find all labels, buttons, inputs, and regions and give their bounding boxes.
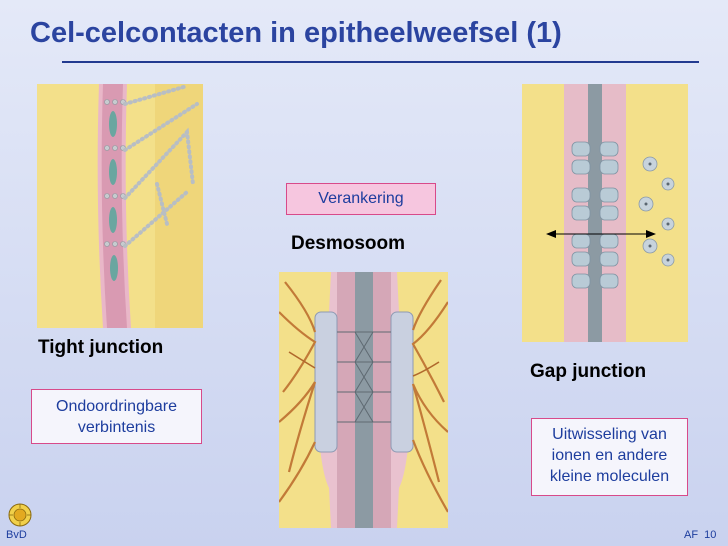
- tight-junction-description: Ondoordringbare verbintenis: [31, 389, 202, 444]
- title-underline: [62, 61, 699, 63]
- footer-author: BvD: [6, 529, 27, 541]
- sun-seal-icon: [8, 503, 32, 527]
- desmosome-tag: Verankering: [286, 183, 436, 215]
- gap-junction-description: Uitwisseling van ionen en andere kleine …: [531, 418, 688, 496]
- desmosome-illustration: [279, 272, 448, 528]
- slide-title: Cel-celcontacten in epitheelweefsel (1): [30, 17, 562, 49]
- desmosome-label: Desmosoom: [291, 233, 406, 254]
- gap-junction-desc-line2: ionen en andere: [551, 447, 668, 464]
- tight-junction-label: Tight junction: [38, 337, 164, 358]
- gap-junction-desc-line1: Uitwisseling van: [552, 426, 667, 443]
- tight-junction-illustration: [37, 84, 203, 328]
- footer-page-number: AF 10: [684, 529, 717, 541]
- gap-junction-illustration: [522, 84, 688, 342]
- gap-junction-label: Gap junction: [530, 361, 647, 382]
- gap-junction-desc-line3: kleine moleculen: [549, 468, 670, 485]
- tight-junction-desc-line2: verbintenis: [77, 419, 156, 436]
- tight-junction-desc-line1: Ondoordringbare: [56, 398, 177, 415]
